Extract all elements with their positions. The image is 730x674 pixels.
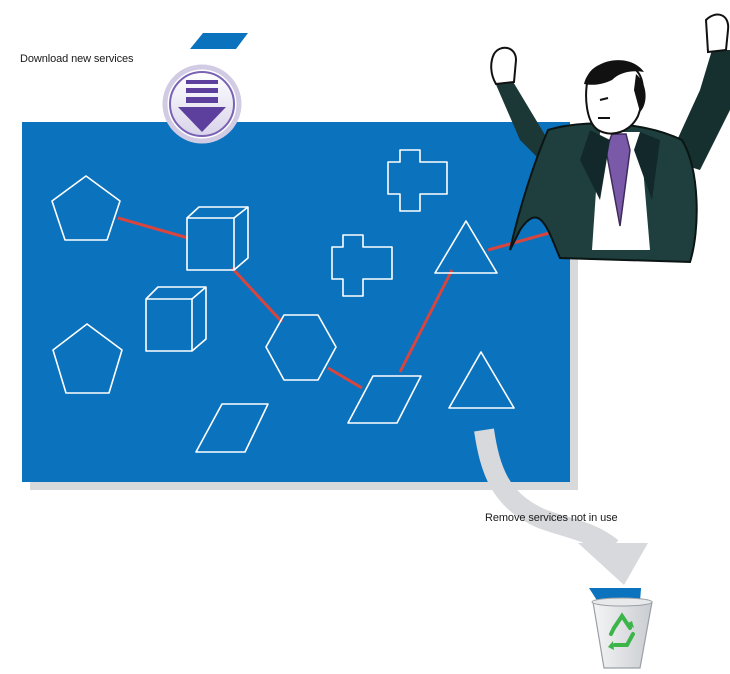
incoming-service-shape <box>190 33 248 49</box>
service-platform-panel <box>22 122 570 482</box>
download-arrow-icon <box>165 67 239 141</box>
recycle-bin-icon <box>589 588 652 668</box>
remove-services-label: Remove services not in use <box>485 512 618 524</box>
download-services-label: Download new services <box>20 53 133 65</box>
